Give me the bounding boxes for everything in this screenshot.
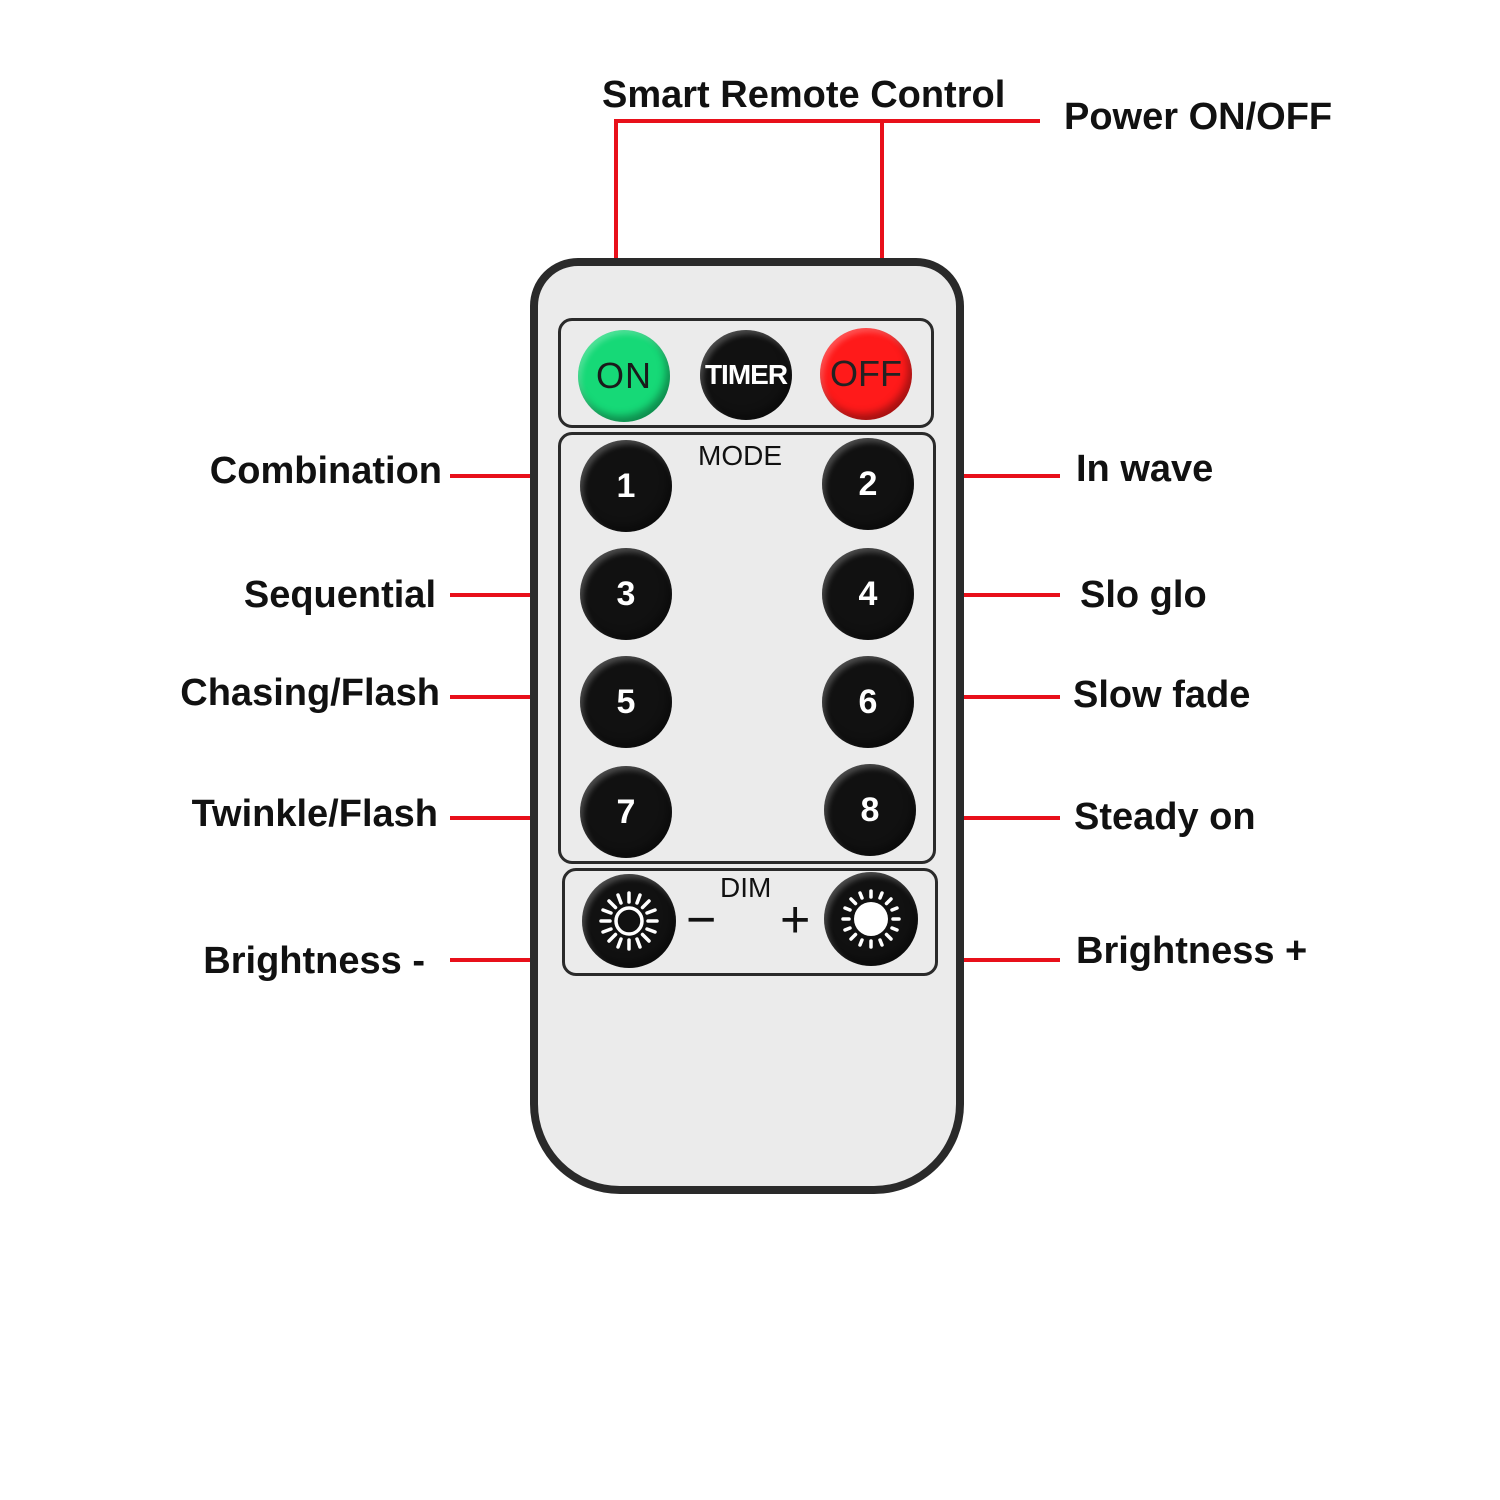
sun-outline-icon — [599, 891, 659, 951]
brightness-up-button[interactable] — [824, 872, 918, 966]
combination-label: Combination — [209, 450, 442, 492]
sequential-label: Sequential — [243, 574, 436, 616]
mode-button-3[interactable]: 3 — [580, 548, 672, 640]
slo-glo-label: Slo glo — [1080, 574, 1207, 616]
mode-button-5[interactable]: 5 — [580, 656, 672, 748]
mode-button-8[interactable]: 8 — [824, 764, 916, 856]
mode-button-2[interactable]: 2 — [822, 438, 914, 530]
brightness-plus-label: Brightness + — [1076, 930, 1308, 972]
sun-filled-icon — [841, 889, 901, 949]
brightness-minus-label: Brightness - — [203, 940, 425, 982]
on-button[interactable]: ON — [578, 330, 670, 422]
off-button[interactable]: OFF — [820, 328, 912, 420]
twinkle-flash-label: Twinkle/Flash — [191, 793, 438, 835]
leader-title-to-on — [614, 119, 1040, 326]
in-wave-label: In wave — [1076, 448, 1214, 490]
timer-button[interactable]: TIMER — [700, 330, 792, 420]
power-label: Power ON/OFF — [1064, 96, 1333, 138]
mode-button-4[interactable]: 4 — [822, 548, 914, 640]
mode-button-6[interactable]: 6 — [822, 656, 914, 748]
minus-sign: − — [686, 891, 717, 949]
brightness-down-button[interactable] — [582, 874, 676, 968]
mode-button-7[interactable]: 7 — [580, 766, 672, 858]
mode-label: MODE — [698, 440, 782, 471]
dim-label: DIM — [720, 872, 772, 903]
chasing-flash-label: Chasing/Flash — [180, 672, 440, 714]
mode-button-1[interactable]: 1 — [580, 440, 672, 532]
slow-fade-label: Slow fade — [1073, 674, 1251, 716]
plus-sign: + — [780, 891, 811, 949]
title-label: Smart Remote Control — [602, 74, 1006, 116]
steady-on-label: Steady on — [1074, 796, 1256, 838]
